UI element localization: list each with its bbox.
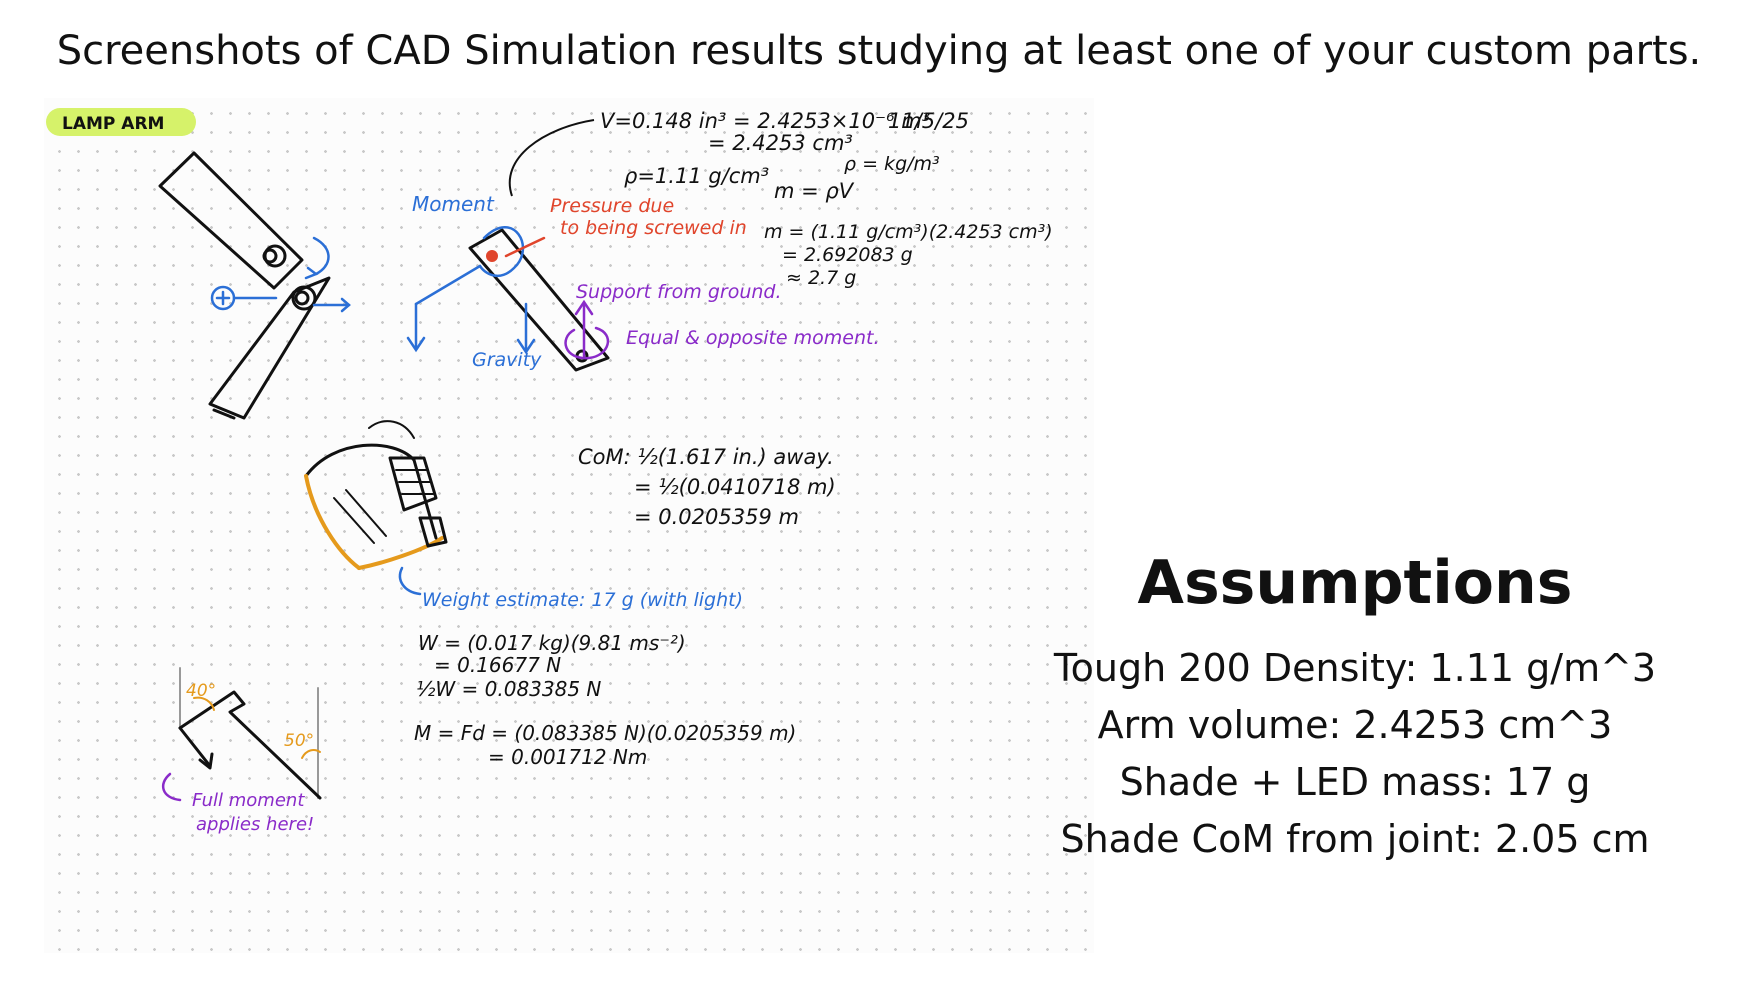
mass-calc-1: m = (1.11 g/cm³)(2.4253 cm³) [764,221,1053,243]
mass-calc-3: ≈ 2.7 g [786,267,856,289]
com-line-3: = 0.0205359 m [634,505,799,529]
label-pressure-1: Pressure due [550,195,674,217]
weight-estimate: Weight estimate: 17 g (with light) [422,589,743,611]
volume-line-2: = 2.4253 cm³ [708,131,853,155]
assumption-density: Tough 200 Density: 1.11 g/m^3 [1053,646,1657,690]
assumptions-title: Assumptions [1137,548,1573,618]
label-equal: Equal & opposite moment. [626,327,880,349]
density-units: ρ = kg/m³ [844,153,940,175]
angle-40: 40° [186,681,216,701]
assumption-volume: Arm volume: 2.4253 cm^3 [1097,703,1613,747]
handwritten-notes-image: LAMP ARM V=0.148 in³ = 2 [44,98,1094,953]
arm-sketch-exploded [158,151,331,420]
mass-calc-2: = 2.692083 g [782,244,913,266]
com-line-1: CoM: ½(1.617 in.) away. [578,445,834,469]
label-moment: Moment [412,192,495,216]
date-text: 11/5/25 [888,109,969,133]
label-support: Support from ground. [576,281,782,303]
weight-line-3: ½W = 0.083385 N [416,677,601,701]
weight-line-1: W = (0.017 kg)(9.81 ms⁻²) [418,631,686,655]
arm-sketch-annotations [210,236,351,313]
full-moment-bracket [161,772,182,802]
pressure-point [486,250,498,262]
tag-label: LAMP ARM [62,114,164,134]
tag-highlight [46,108,196,136]
volume-line-1: V=0.148 in³ = 2.4253×10⁻⁶ m³ [600,109,930,133]
fbd-purple-arrows [564,299,610,360]
fbd-blue-arrows [406,226,536,355]
angle-sketch [178,667,322,800]
slide-title: Screenshots of CAD Simulation results st… [56,28,1702,74]
lamp-shade-sketch [304,420,448,570]
com-line-2: = ½(0.0410718 m) [634,475,836,499]
weight-line-2: = 0.16677 N [434,653,561,677]
label-pressure-2: to being screwed in [560,217,747,239]
pressure-arrow [504,236,546,258]
moment-line-2: = 0.001712 Nm [488,745,647,769]
label-gravity: Gravity [472,349,542,371]
assumptions-panel: Assumptions Tough 200 Density: 1.11 g/m^… [1020,548,1690,868]
full-moment-2: applies here! [196,814,314,835]
assumption-mass: Shade + LED mass: 17 g [1119,760,1591,804]
angle-50: 50° [284,731,314,751]
notes-drawing: LAMP ARM V=0.148 in³ = 2 [46,108,1053,835]
moment-line-1: M = Fd = (0.083385 N)(0.0205359 m) [414,721,796,745]
volume-pointer [508,119,595,197]
density-text: ρ=1.11 g/cm³ [624,164,769,188]
weight-bracket [398,566,422,596]
full-moment-1: Full moment [192,790,305,811]
mass-formula: m = ρV [774,179,855,203]
assumption-com: Shade CoM from joint: 2.05 cm [1060,817,1650,861]
